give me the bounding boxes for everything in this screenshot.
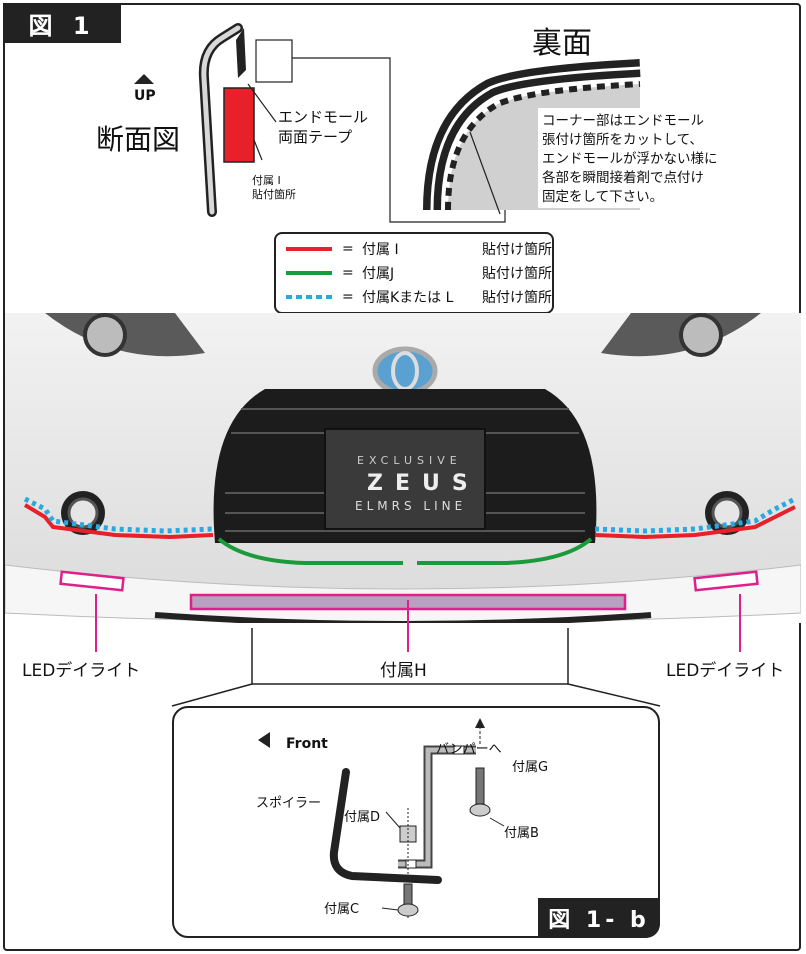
part-c-label: 付属C bbox=[324, 902, 360, 917]
legend-part: 付属Kまたは L bbox=[362, 290, 454, 306]
callout-tape: 両面テープ bbox=[278, 128, 353, 146]
note-line: コーナー部はエンドモール bbox=[542, 113, 704, 129]
legend-swatch-green bbox=[286, 271, 332, 275]
note-line: 各部を瞬間接着剤で点付け bbox=[542, 170, 704, 186]
callout-end-mold: エンドモール bbox=[278, 108, 369, 126]
part-b-label: 付属B bbox=[504, 826, 539, 841]
legend-swatch-blue bbox=[286, 295, 332, 299]
front-label: Front bbox=[286, 736, 328, 752]
attach-label-2: 貼付箇所 bbox=[252, 188, 296, 201]
section-diagram bbox=[134, 23, 734, 223]
plate-line-3: ELMRS LINE bbox=[355, 499, 467, 513]
legend-row: = 付属Kまたは L 貼付け箇所 bbox=[286, 286, 552, 308]
car-front-photo: EXCLUSIVE ZEUS ELMRS LINE bbox=[5, 313, 801, 623]
note-line: 固定をして下さい。 bbox=[542, 189, 664, 205]
attach-h-label: 付属H bbox=[380, 661, 427, 681]
attach-label-1: 付属 I bbox=[252, 174, 281, 187]
legend-eq: = bbox=[342, 241, 354, 257]
figure-tab: 図 1 bbox=[3, 3, 121, 43]
bumper-label: バンパーへ bbox=[436, 742, 502, 757]
legend-place: 貼付け箇所 bbox=[482, 290, 552, 306]
part-d-label: 付属D bbox=[344, 810, 381, 825]
part-g-label: 付属G bbox=[512, 760, 549, 775]
legend: = 付属 I 貼付け箇所 = 付属J 貼付け箇所 = 付属Kまたは L 貼付け箇… bbox=[274, 232, 554, 314]
car-illustration bbox=[5, 313, 801, 623]
led-right-label: LEDデイライト bbox=[666, 661, 785, 681]
legend-eq: = bbox=[342, 265, 354, 281]
legend-place: 貼付け箇所 bbox=[482, 242, 552, 258]
label-leaders bbox=[95, 594, 741, 707]
legend-part: 付属J bbox=[362, 266, 395, 282]
led-left-label: LEDデイライト bbox=[22, 661, 141, 681]
spoiler-label: スポイラー bbox=[256, 796, 322, 811]
back-view-note: コーナー部はエンドモール 張付け箇所をカットして、 エンドモールが浮かない様に … bbox=[542, 112, 718, 207]
detail-diagram bbox=[258, 718, 505, 918]
legend-place: 貼付け箇所 bbox=[482, 266, 552, 282]
legend-row: = 付属 I 貼付け箇所 bbox=[286, 238, 552, 260]
up-label: UP bbox=[134, 88, 156, 104]
legend-eq: = bbox=[342, 289, 354, 305]
legend-row: = 付属J 貼付け箇所 bbox=[286, 262, 552, 284]
back-view-title: 裏面 bbox=[532, 26, 592, 61]
detail-tab: 図 1- b bbox=[538, 898, 660, 938]
detail-panel: Front バンパーへ 付属G スポイラー 付属D 付属B 付属C 図 1- b bbox=[172, 706, 660, 938]
legend-part: 付属 I bbox=[362, 242, 399, 258]
note-line: エンドモールが浮かない様に bbox=[542, 151, 718, 167]
note-line: 張付け箇所をカットして、 bbox=[542, 132, 703, 148]
plate-line-1: EXCLUSIVE bbox=[357, 454, 462, 467]
section-title: 断面図 bbox=[96, 123, 181, 156]
plate-line-2: ZEUS bbox=[367, 471, 480, 496]
legend-swatch-red bbox=[286, 247, 332, 251]
